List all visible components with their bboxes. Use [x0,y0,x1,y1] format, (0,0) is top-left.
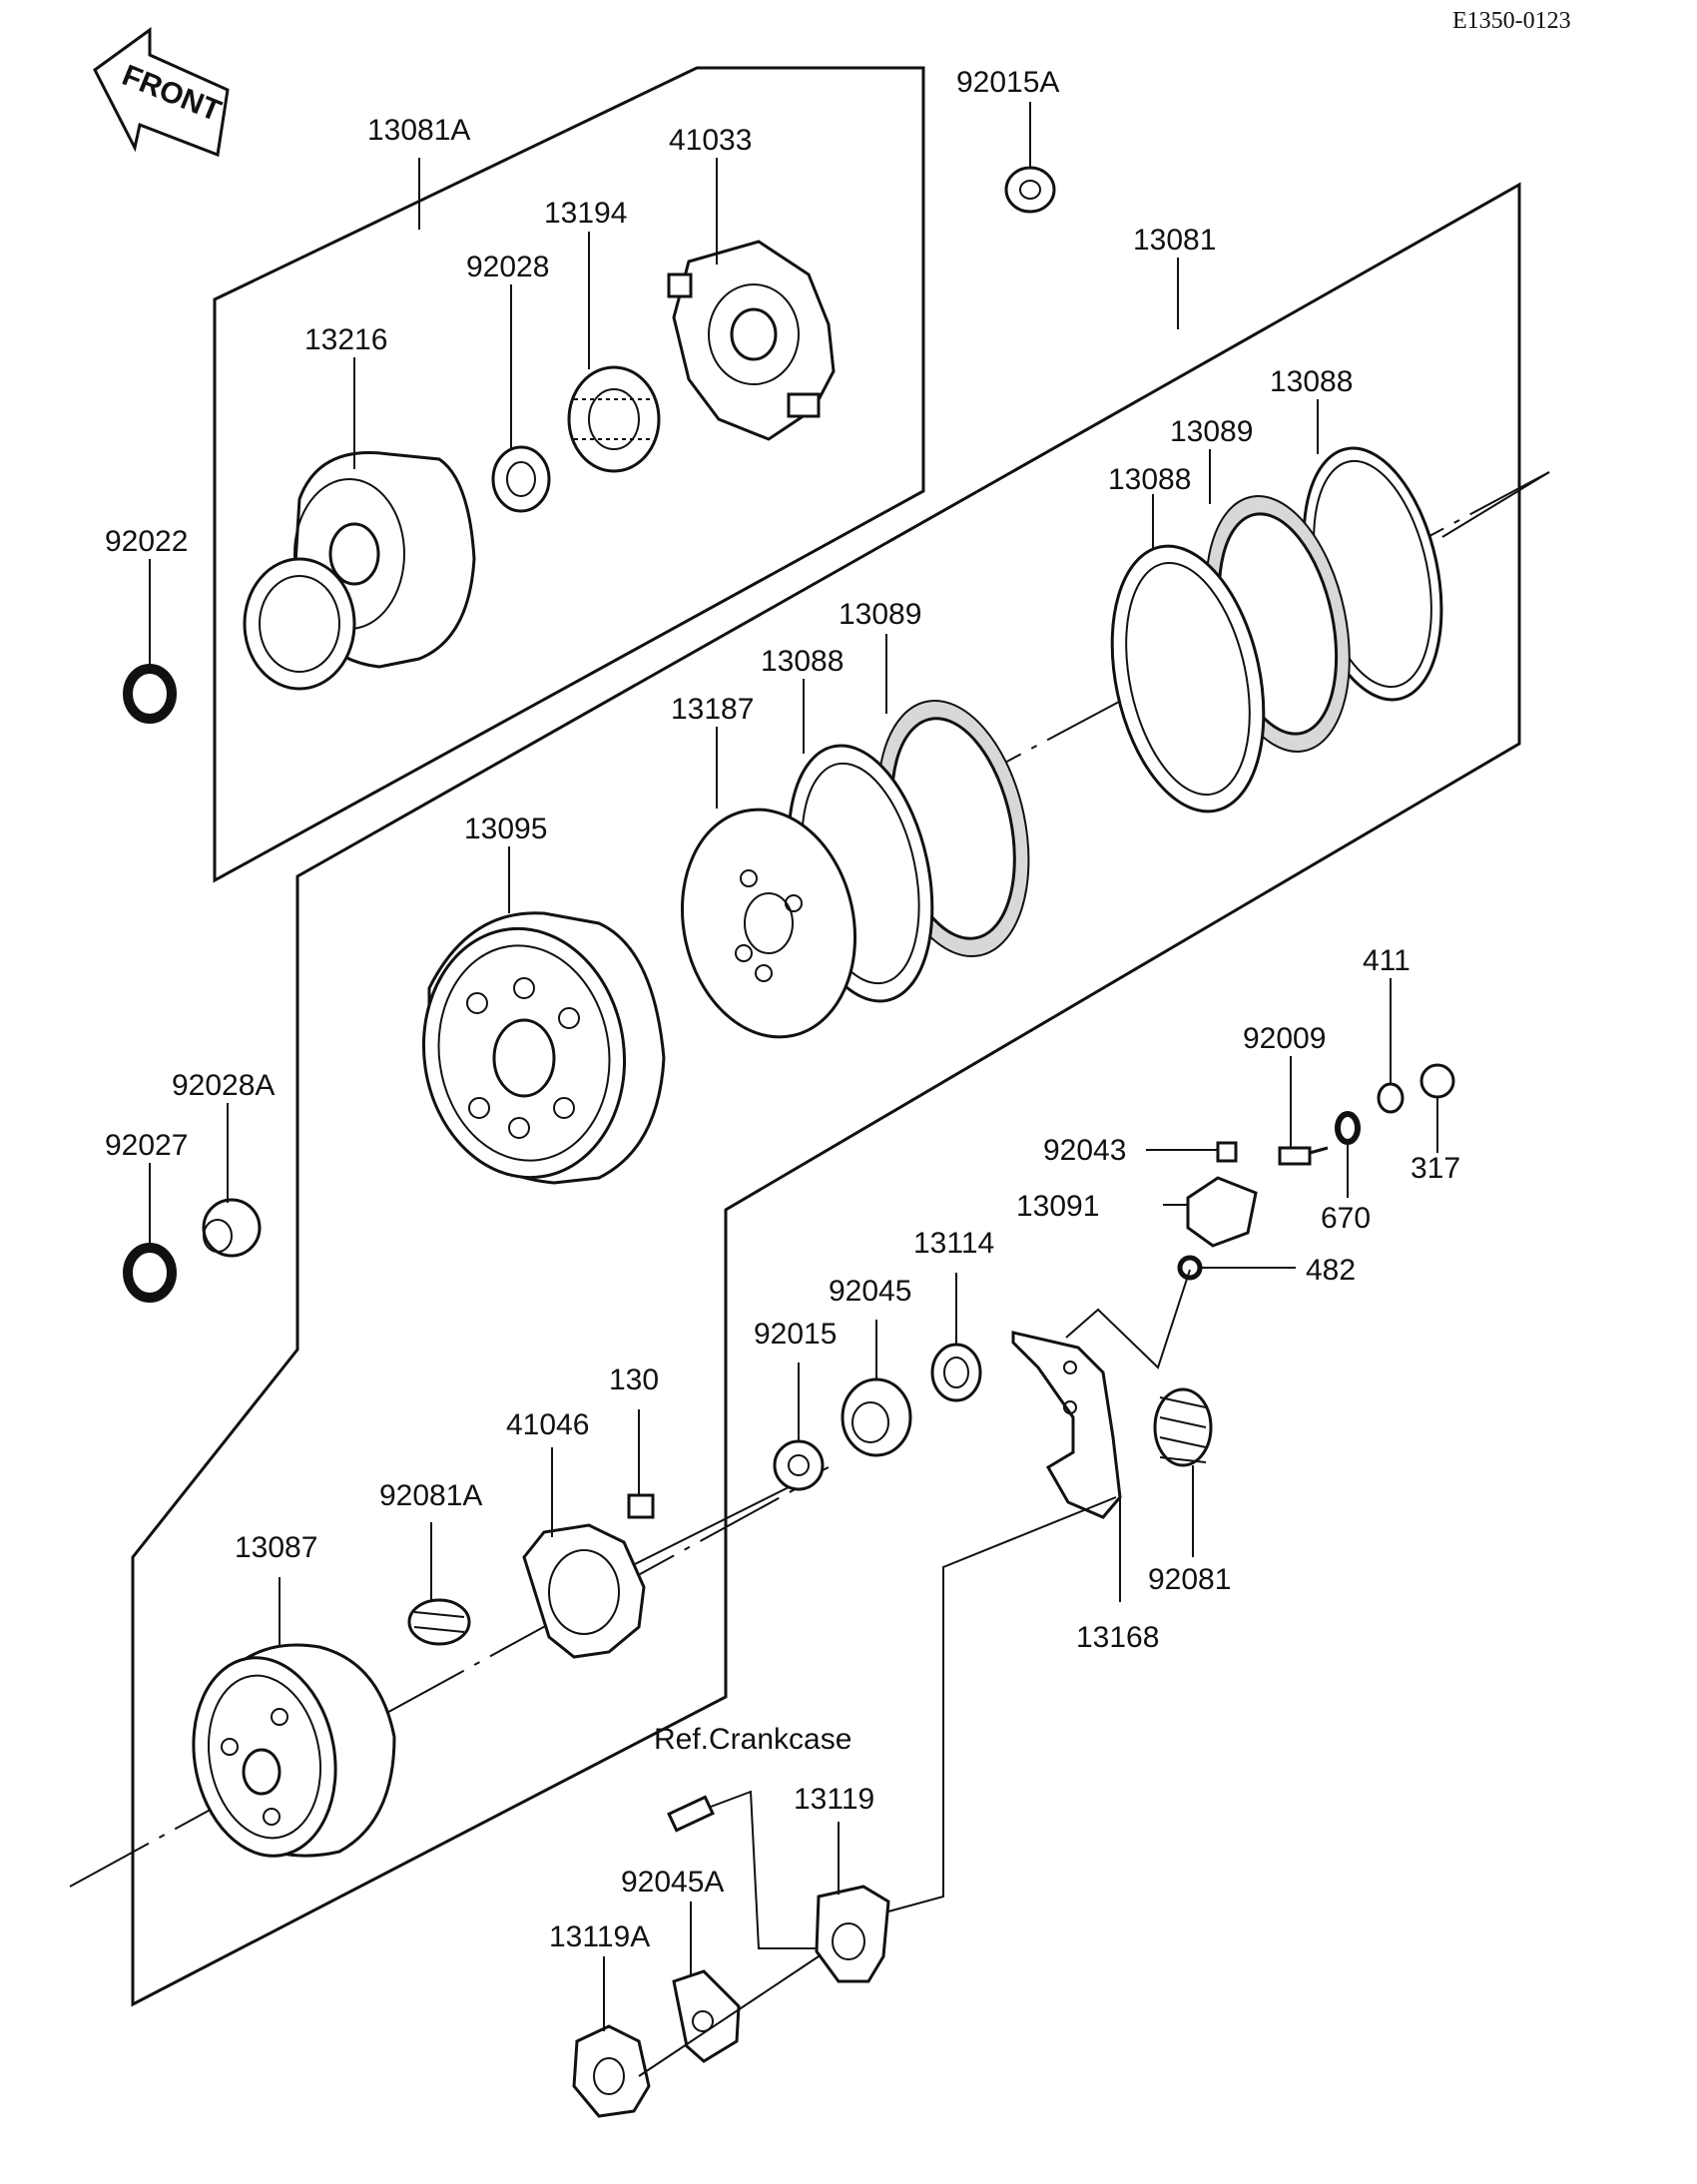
part-92028a [202,1198,262,1258]
part-482 [1177,1255,1203,1281]
label-13081a: 13081A [367,114,470,147]
part-92022 [123,664,177,724]
part-13095 [421,911,666,1185]
label-92028: 92028 [466,251,549,283]
part-13187 [680,808,857,1039]
label-13114: 13114 [913,1227,994,1260]
part-130 [627,1493,655,1519]
part-labels: 13081A 41033 13194 92028 13216 92022 920… [105,66,1460,1953]
part-92045a [672,1969,741,2063]
label-482: 482 [1306,1254,1356,1287]
part-92009 [1278,1146,1329,1166]
label-130: 130 [609,1364,659,1396]
leader-13168-13119 [887,1496,1117,1912]
part-92081 [1153,1387,1213,1467]
part-317 [1419,1063,1455,1099]
label-13088-c: 13088 [761,645,844,678]
outline-13081 [131,182,1521,2007]
label-41046: 41046 [506,1408,589,1441]
label-92043: 92043 [1043,1134,1126,1167]
front-arrow-icon: FRONT [93,27,230,158]
part-92027 [123,1243,177,1303]
part-411 [1377,1082,1405,1114]
label-13194: 13194 [544,197,627,230]
label-13087: 13087 [235,1531,317,1564]
leader-ref-crankcase [710,1790,829,1949]
label-92081: 92081 [1148,1563,1231,1596]
part-41033 [667,240,836,441]
part-670 [1335,1111,1361,1145]
part-92028 [491,445,551,513]
leader-lines [149,102,1438,2031]
label-92028a: 92028A [172,1069,275,1102]
part-ref-crankcase-stud [667,1795,715,1833]
label-13095: 13095 [464,813,547,845]
part-41046 [522,1523,646,1659]
label-13119: 13119 [794,1783,874,1816]
part-13091 [1186,1176,1258,1248]
label-13089-b: 13089 [839,598,921,631]
label-92022: 92022 [105,525,188,558]
label-13089-a: 13089 [1170,415,1253,448]
part-92015 [773,1439,825,1491]
label-92027: 92027 [105,1129,188,1162]
part-13088-middle [1110,544,1266,814]
outline-13081a [213,66,925,883]
label-92081a: 92081A [379,1479,482,1512]
label-13088-b: 13088 [1108,463,1191,496]
label-92045a: 92045A [621,1866,724,1899]
label-13168: 13168 [1076,1621,1159,1654]
label-13187: 13187 [671,693,754,726]
part-92081a [407,1598,471,1646]
label-13088-a: 13088 [1270,365,1353,398]
label-92015a: 92015A [956,66,1059,99]
label-13216: 13216 [304,323,387,356]
part-13119a [572,2024,651,2118]
part-92045 [841,1377,912,1457]
part-13119 [815,1885,890,1983]
leader-482-lever [1065,1269,1191,1369]
axis-lower [69,1486,800,1888]
part-92015a [1004,166,1056,214]
label-13091: 13091 [1016,1190,1099,1223]
label-13119a: 13119A [549,1920,650,1953]
part-92043 [1216,1141,1238,1163]
part-13168 [1011,1331,1122,1519]
label-92045: 92045 [829,1275,911,1308]
label-92015: 92015 [754,1318,837,1351]
diagram-code: E1350-0123 [1452,8,1571,34]
part-13194 [567,365,661,473]
label-317: 317 [1411,1152,1460,1185]
label-41033: 41033 [669,124,752,157]
label-92009: 92009 [1243,1022,1326,1055]
label-670: 670 [1321,1202,1371,1235]
part-13114 [930,1343,982,1402]
part-13087 [192,1643,396,1858]
label-411: 411 [1363,944,1411,977]
leader-13119a-13119 [638,1955,820,2077]
axis-upper-tip [1441,471,1550,538]
label-ref-crankcase: Ref.Crankcase [654,1723,851,1756]
part-13216 [243,451,476,691]
label-13081: 13081 [1133,224,1216,257]
